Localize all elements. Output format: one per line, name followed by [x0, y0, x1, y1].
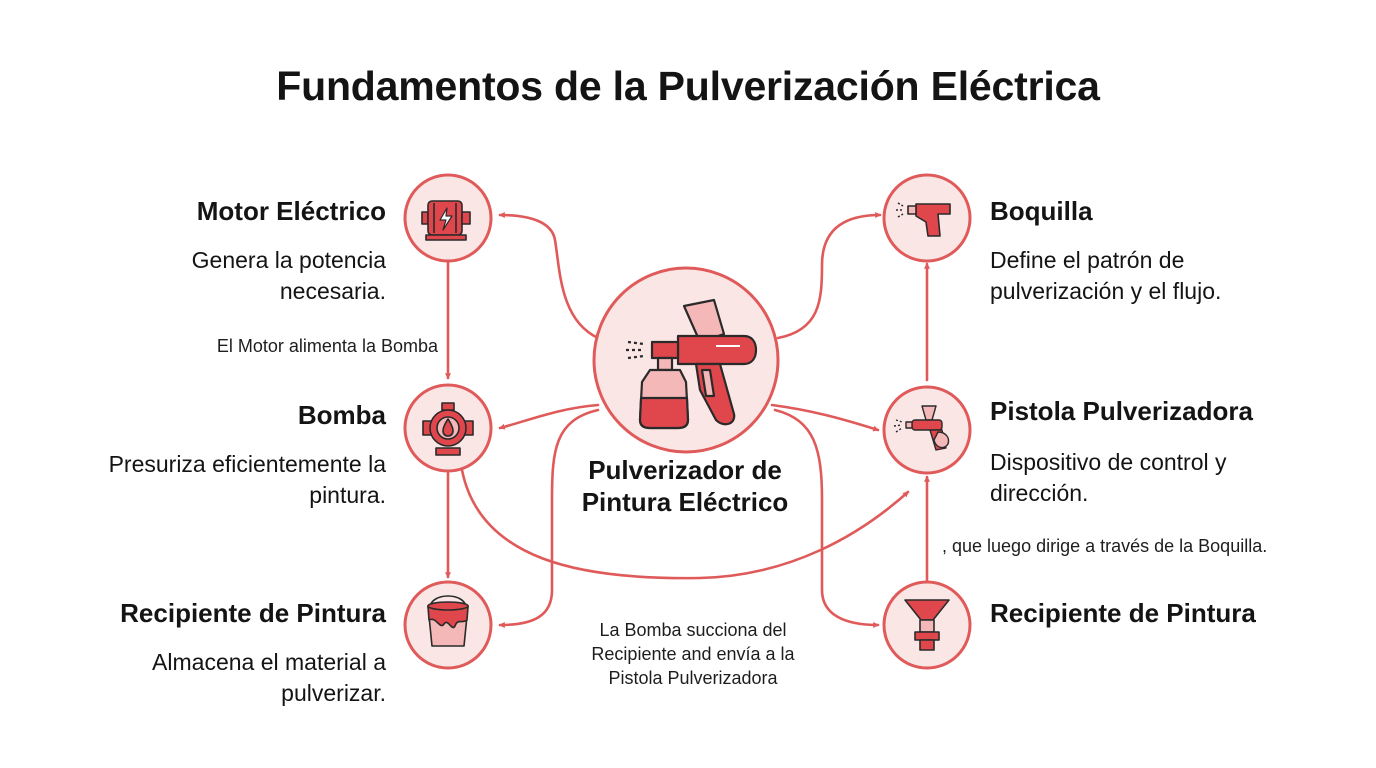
connector-center-to-container-left [498, 408, 600, 628]
connector-center-to-pump [498, 403, 600, 430]
page-title: Fundamentos de la Pulverización Eléctric… [276, 63, 1100, 109]
connector-center-to-motor [498, 212, 600, 340]
spray-gun-icon [893, 405, 950, 451]
nozzle-description: Define el patrón de pulverización y el f… [990, 247, 1222, 304]
connector-center-to-nozzle [776, 212, 882, 340]
gun-title: Pistola Pulverizadora [990, 396, 1253, 426]
motor-description: Genera la potencia necesaria. [191, 247, 386, 304]
nozzle-icon [896, 202, 951, 237]
connector-center-to-container-right [773, 408, 880, 628]
paint-bucket-icon [427, 595, 469, 647]
paint-sprayer-icon [626, 298, 758, 430]
container-left-description: Almacena el material a pulverizar. [152, 649, 386, 706]
pump-description: Presuriza eficientemente la pintura. [108, 451, 386, 508]
paint-cup-icon [904, 599, 950, 651]
pump-icon [422, 402, 474, 456]
gun-nozzle-note: , que luego dirige a través de la Boquil… [942, 536, 1268, 556]
center-label: Pulverizador de Pintura Eléctrico [581, 455, 789, 517]
container-right-title: Recipiente de Pintura [990, 598, 1256, 628]
gun-description: Dispositivo de control y dirección. [990, 449, 1227, 506]
container-left-title: Recipiente de Pintura [120, 598, 386, 628]
connector-center-to-gun [770, 403, 880, 432]
motor-title: Motor Eléctrico [196, 196, 386, 226]
nozzle-title: Boquilla [990, 196, 1093, 226]
connector-pump-to-gun [460, 468, 910, 580]
motor-pump-note: El Motor alimenta la Bomba [216, 336, 438, 356]
pump-gun-note: La Bomba succiona del Recipiente and env… [591, 620, 795, 688]
electric-motor-icon [421, 200, 471, 241]
pump-title: Bomba [297, 400, 386, 430]
